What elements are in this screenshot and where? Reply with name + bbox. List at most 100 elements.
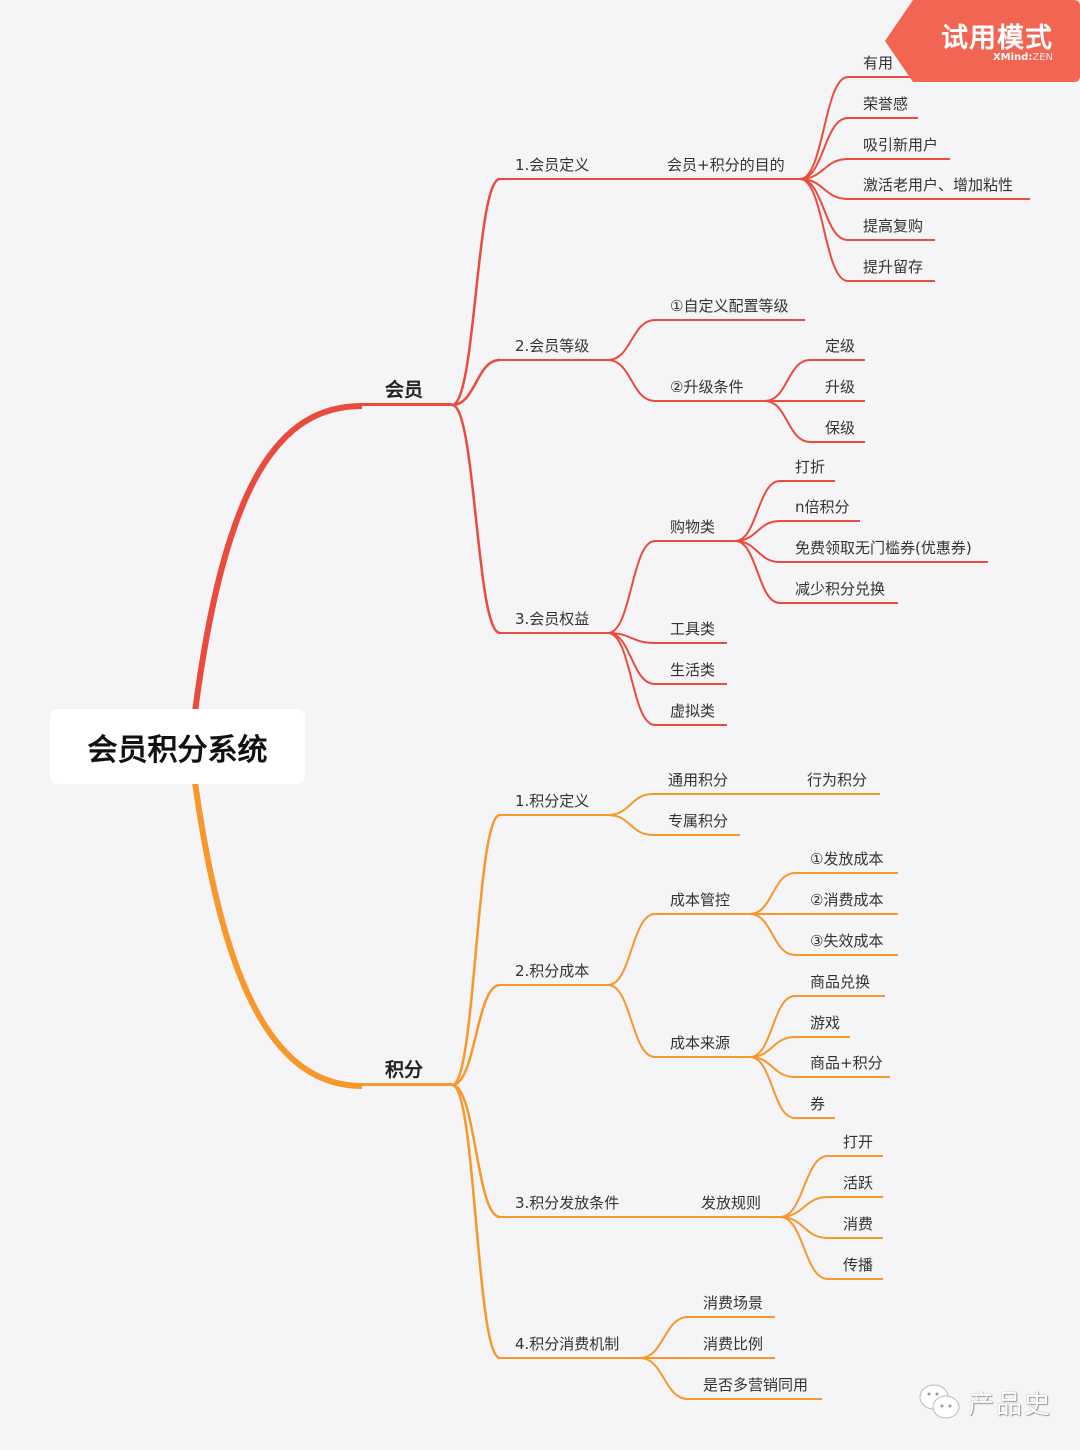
topic-label: 是否多营销同用 xyxy=(703,1376,809,1394)
topic-issue-conditions[interactable]: 3.积分发放条件 xyxy=(500,1192,686,1218)
topic-cost-source-item[interactable]: 券 xyxy=(795,1093,835,1119)
topic-member-level[interactable]: 2.会员等级 xyxy=(500,335,608,361)
trial-mode-banner[interactable]: 试用模式 XMind:ZEN xyxy=(885,0,1080,82)
topic-purpose-item[interactable]: 吸引新用户 xyxy=(848,134,950,160)
topic-label: 专属积分 xyxy=(668,812,729,830)
topic-life[interactable]: 生活类 xyxy=(655,659,727,685)
topic-issue-rule-item[interactable]: 活跃 xyxy=(828,1172,883,1198)
topic-upgrade-item[interactable]: 保级 xyxy=(810,417,865,443)
topic-shopping-item[interactable]: n倍积分 xyxy=(780,496,860,522)
topic-label: 工具类 xyxy=(670,620,716,638)
topic-label: 发放规则 xyxy=(701,1194,762,1212)
topic-label: 消费 xyxy=(843,1215,874,1233)
topic-cost-source-item[interactable]: 商品兑换 xyxy=(795,971,885,997)
topic-consume-mechanism[interactable]: 4.积分消费机制 xyxy=(500,1333,640,1359)
connector-line xyxy=(451,983,501,1087)
connector-line xyxy=(779,1196,829,1218)
topic-consume-item[interactable]: 消费场景 xyxy=(688,1292,775,1318)
topic-label: 有用 xyxy=(863,54,894,72)
connector-line xyxy=(451,1083,501,1360)
wechat-icon xyxy=(919,1384,960,1419)
connector-line xyxy=(639,1316,689,1359)
topic-label: 激活老用户、增加粘性 xyxy=(863,176,1014,194)
topic-shopping[interactable]: 购物类 xyxy=(655,516,735,542)
topic-upgrade-item[interactable]: 定级 xyxy=(810,335,865,361)
topic-label: ③失效成本 xyxy=(810,932,884,950)
topic-cost-source-item[interactable]: 商品+积分 xyxy=(795,1052,890,1078)
topic-label: ②升级条件 xyxy=(670,378,744,396)
topic-shopping-item[interactable]: 打折 xyxy=(780,456,835,482)
connector-line xyxy=(607,540,656,634)
topic-general-points[interactable]: 通用积分 xyxy=(653,769,790,795)
topic-issue-rule-item[interactable]: 消费 xyxy=(828,1213,883,1239)
topic-upgrade-item[interactable]: 升级 xyxy=(810,376,865,402)
topic-purpose-item[interactable]: 提高复购 xyxy=(848,215,935,241)
topic-label: 1.积分定义 xyxy=(515,792,590,810)
topic-cost-control-item[interactable]: ②消费成本 xyxy=(795,889,898,915)
topic-cost-source-item[interactable]: 游戏 xyxy=(795,1012,850,1038)
topic-exclusive-points[interactable]: 专属积分 xyxy=(653,810,740,836)
banner-title: 试用模式 xyxy=(941,23,1053,54)
topic-label: 传播 xyxy=(843,1256,874,1274)
topic-label: ①自定义配置等级 xyxy=(670,297,789,315)
connector-line xyxy=(734,480,781,542)
topic-member-purpose[interactable]: 会员+积分的目的 xyxy=(652,154,800,180)
topic-label: 吸引新用户 xyxy=(863,136,939,154)
topic-cost-control-item[interactable]: ①发放成本 xyxy=(795,848,898,874)
topic-label: 成本管控 xyxy=(670,891,731,909)
topic-label: 荣誉感 xyxy=(863,95,909,113)
topic-label: 通用积分 xyxy=(668,771,729,789)
topic-member-definition[interactable]: 1.会员定义 xyxy=(500,154,652,180)
connector-line xyxy=(607,319,656,361)
topic-label: 商品+积分 xyxy=(810,1054,883,1072)
topic-purpose-item[interactable]: 激活老用户、增加粘性 xyxy=(848,174,1030,200)
connector-line xyxy=(451,358,501,407)
connector-line xyxy=(734,540,781,604)
topic-purpose-item[interactable]: 荣誉感 xyxy=(848,93,918,119)
topic-label: 虚拟类 xyxy=(670,702,716,720)
topic-behavior-points[interactable]: 行为积分 xyxy=(790,769,880,795)
topic-points-definition[interactable]: 1.积分定义 xyxy=(500,790,608,816)
topic-label: 打开 xyxy=(843,1133,874,1151)
topic-consume-item[interactable]: 消费比例 xyxy=(688,1333,775,1359)
connector-line xyxy=(749,913,796,956)
topic-member[interactable]: 会员 xyxy=(362,376,452,406)
topic-label: 3.会员权益 xyxy=(515,610,590,628)
topic-cost-control[interactable]: 成本管控 xyxy=(655,889,750,915)
topic-label: n倍积分 xyxy=(795,498,850,516)
topic-label: 会员+积分的目的 xyxy=(667,156,785,174)
banner-shape xyxy=(885,0,1080,82)
topic-label: 4.积分消费机制 xyxy=(515,1335,620,1353)
topic-custom-level[interactable]: ①自定义配置等级 xyxy=(655,295,805,321)
connector-line xyxy=(749,995,796,1058)
topic-points[interactable]: 积分 xyxy=(362,1056,452,1086)
topic-label: 保级 xyxy=(825,419,856,437)
topic-points-cost[interactable]: 2.积分成本 xyxy=(500,960,608,986)
root-topic[interactable]: 会员积分系统 xyxy=(50,709,305,784)
topic-purpose-item[interactable]: 有用 xyxy=(848,52,930,78)
topic-cost-control-item[interactable]: ③失效成本 xyxy=(795,930,898,956)
topic-purpose-item[interactable]: 提升留存 xyxy=(848,256,935,282)
topic-shopping-item[interactable]: 免费领取无门槛券(优惠券) xyxy=(780,537,988,563)
topic-tools[interactable]: 工具类 xyxy=(655,618,727,644)
topic-shopping-item[interactable]: 减少积分兑换 xyxy=(780,578,898,604)
banner-brand: XMind:ZEN xyxy=(992,52,1053,63)
topic-label: 游戏 xyxy=(810,1014,841,1032)
connector-line xyxy=(799,117,849,180)
connector-line xyxy=(749,1036,796,1058)
topic-label: 生活类 xyxy=(670,661,716,679)
topic-consume-item[interactable]: 是否多营销同用 xyxy=(688,1374,822,1400)
topic-member-rights[interactable]: 3.会员权益 xyxy=(500,608,608,634)
topic-issue-rule-item[interactable]: 打开 xyxy=(828,1131,883,1157)
root-link-points xyxy=(192,781,363,1089)
connector-line xyxy=(451,177,501,407)
topic-cost-source[interactable]: 成本来源 xyxy=(655,1032,750,1058)
connector-line xyxy=(749,1056,796,1119)
topic-issue-rule[interactable]: 发放规则 xyxy=(686,1192,780,1218)
topic-label: 行为积分 xyxy=(807,771,868,789)
topic-virtual[interactable]: 虚拟类 xyxy=(655,700,727,726)
root-link-member xyxy=(192,403,363,713)
topic-issue-rule-item[interactable]: 传播 xyxy=(828,1254,883,1280)
topic-upgrade-conditions[interactable]: ②升级条件 xyxy=(655,376,765,402)
connector-line xyxy=(607,913,656,986)
